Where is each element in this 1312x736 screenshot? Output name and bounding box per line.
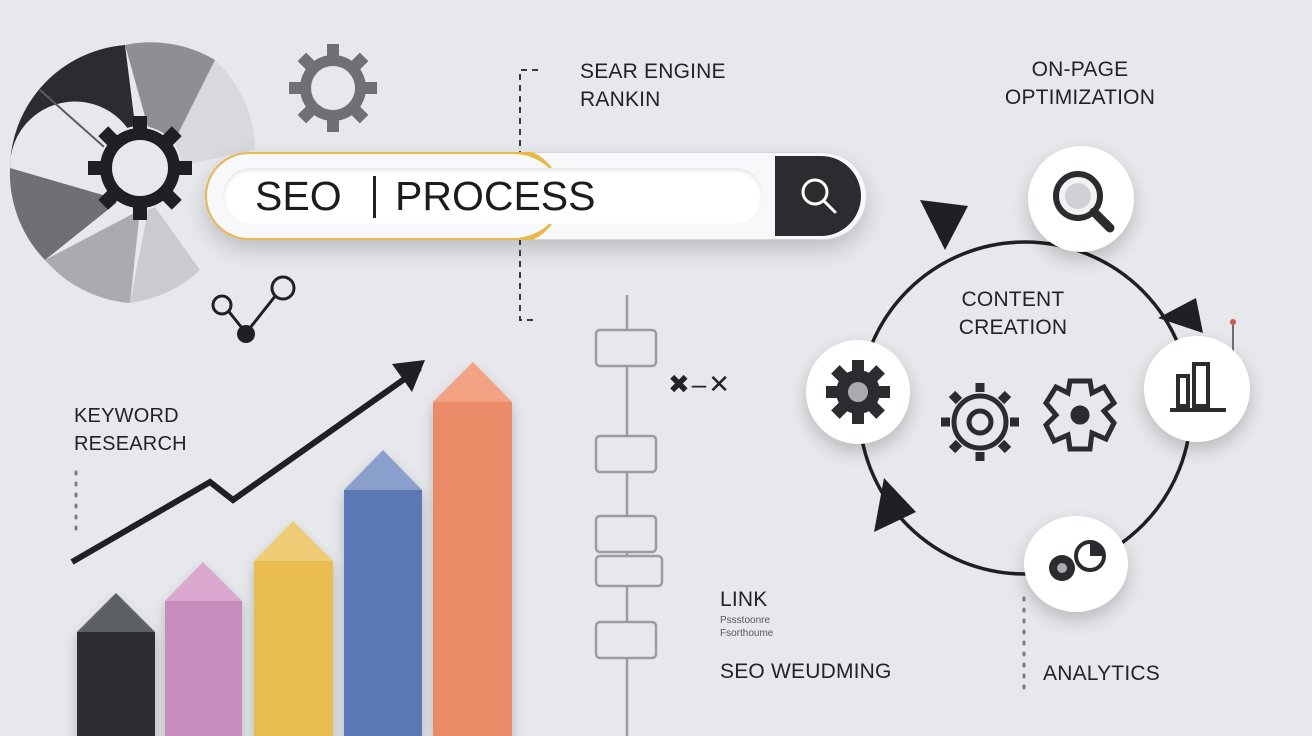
label-link: LINK (720, 588, 768, 611)
pie-chart-icon (1049, 540, 1106, 581)
gear-icon (1042, 378, 1118, 452)
search-button[interactable] (775, 156, 861, 236)
search-icon (801, 178, 837, 214)
label-seo-building: SEO WEUDMING (720, 660, 892, 683)
search-input[interactable]: SEO PROCESS (223, 168, 763, 224)
gear-icon (289, 44, 377, 132)
node-analytics[interactable] (1024, 516, 1128, 612)
bar-pink (165, 562, 242, 736)
search-accent-border (205, 152, 561, 240)
label-on-page-optimization: ON-PAGE OPTIMIZATION (1004, 58, 1156, 109)
label-link-sub-2: Fsorthoume (720, 628, 774, 639)
search-text-seo: SEO (255, 173, 342, 219)
gear-icon (88, 116, 192, 220)
gear-icon (941, 383, 1019, 461)
search-cursor (373, 176, 376, 218)
gear-icon (826, 360, 890, 424)
label-link-sub-1: Pssstoonre (720, 615, 771, 626)
bar-chart (77, 362, 512, 736)
search-icon (1053, 171, 1115, 233)
label-search-engine-ranking: SEAR ENGINE RANKIN (580, 60, 726, 111)
label-keyword-research: KEYWORD RESEARCH (74, 405, 187, 455)
share-node-icon (211, 275, 296, 343)
label-content-creation: CONTENT CREATION (958, 288, 1068, 339)
trend-arrow-icon (70, 360, 425, 565)
node-bar-chart[interactable] (1144, 336, 1250, 442)
flow-boxes (594, 295, 664, 736)
search-bar[interactable]: SEO PROCESS (205, 152, 867, 240)
label-analytics: ANALYTICS (1043, 662, 1160, 685)
node-search[interactable] (1028, 146, 1134, 252)
bar-yellow (254, 521, 333, 736)
node-gear[interactable] (806, 340, 910, 444)
search-text-process: PROCESS (395, 173, 596, 219)
bar-dark (77, 593, 155, 736)
bar-blue (344, 450, 422, 736)
bar-orange (433, 362, 512, 736)
bar-chart-icon (1170, 362, 1226, 412)
segmented-ring (9, 42, 255, 303)
glyph-symbols: ✖–✕ (668, 369, 733, 399)
